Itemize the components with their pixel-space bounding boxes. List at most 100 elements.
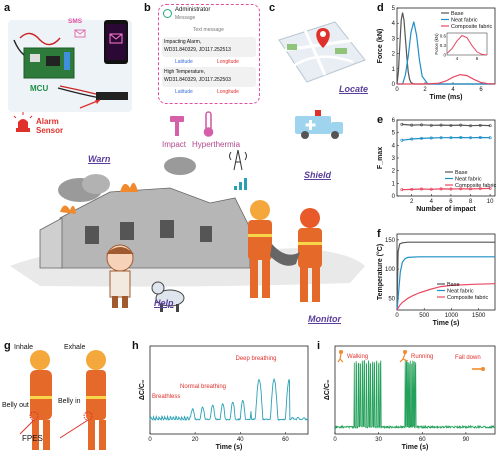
- inset-y-tick-label: 0: [443, 53, 446, 58]
- series-line-0: [402, 124, 490, 125]
- annotation-running: Running: [411, 354, 433, 360]
- x-tick-label: 40: [237, 437, 244, 443]
- panel-label-e: e: [377, 114, 383, 126]
- y-tick-label: 1: [392, 67, 396, 73]
- chart-i: 0306090Time (s)ΔC/C₀WalkingRunningFall d…: [315, 338, 500, 457]
- x-axis-label: Time (s): [216, 444, 243, 451]
- y-tick-label: 4: [392, 21, 396, 27]
- x-tick-label: 2: [423, 87, 427, 93]
- x-tick-label: 6: [479, 87, 483, 93]
- walking-icon: [338, 350, 343, 362]
- x-tick-label: 0: [333, 437, 337, 443]
- scene: Warn Shield Help Monitor: [0, 148, 375, 328]
- x-tick-label: 20: [192, 437, 199, 443]
- x-tick-label: 4: [451, 87, 455, 93]
- fpes-label: FPES: [22, 434, 43, 443]
- panel-i: i 0306090Time (s)ΔC/C₀WalkingRunningFall…: [315, 338, 500, 457]
- y-axis-label: Force (kN): [377, 29, 384, 64]
- panel-c: c Locate: [265, 0, 375, 160]
- legend-label: Composite fabric: [447, 295, 489, 301]
- x-tick-label: 60: [419, 437, 426, 443]
- legend-label: Neat fabric: [447, 289, 474, 295]
- panel-a: a: [0, 0, 140, 148]
- x-tick-label: 10: [487, 199, 494, 205]
- warn-label: Warn: [88, 154, 110, 164]
- sender-name: Administrator: [175, 7, 210, 13]
- y-tick-label: 2: [392, 169, 396, 175]
- panel-label-d: d: [377, 2, 384, 14]
- chart-h: 0204060Time (s)ΔC/C₀BreathlessNormal bre…: [130, 338, 315, 457]
- y-tick-label: 3: [392, 36, 396, 42]
- y-tick-label: 1: [392, 181, 396, 187]
- msg2-title: High Temperature,: [164, 69, 205, 75]
- x-axis-label: Time (s): [402, 444, 429, 451]
- panel-h: h 0204060Time (s)ΔC/C₀BreathlessNormal b…: [130, 338, 315, 457]
- y-tick-label: 4: [392, 143, 396, 149]
- inset-frame: [447, 33, 487, 55]
- legend-label: Base: [451, 11, 464, 17]
- belly-in-label: Belly in: [58, 398, 81, 405]
- panel-label-f: f: [377, 228, 381, 240]
- panel-f: f 05001000150050100150Time (s)Temperatur…: [375, 226, 500, 336]
- x-tick-label: 6: [449, 199, 453, 205]
- x-axis-label: Time (ms): [430, 94, 463, 101]
- inhale-label: Inhale: [14, 344, 33, 351]
- y-tick-label: 50: [388, 296, 395, 302]
- panel-g: g Inhale Exhale Belly out: [0, 338, 130, 457]
- legend-label: Base: [447, 282, 460, 288]
- longitude-label-2: Longitude: [217, 89, 239, 95]
- sender-subtitle: Message: [175, 15, 195, 21]
- siren-icon: [14, 112, 32, 132]
- panel-b: b Administrator Message Text message Imp…: [140, 0, 265, 160]
- sms-label: SMS: [68, 18, 82, 25]
- inset-y-tick-label: 0.6: [440, 34, 447, 39]
- y-tick-label: 5: [392, 6, 396, 12]
- annotation-deep-breathing: Deep breathing: [235, 356, 276, 362]
- x-axis-label: Number of impact: [416, 206, 476, 213]
- inset-y-tick-label: 0.3: [440, 43, 447, 48]
- exhale-label: Exhale: [64, 344, 85, 351]
- thermometer-icon: [205, 112, 213, 136]
- hammer-icon: [170, 116, 184, 136]
- firefighter-2: [298, 208, 322, 302]
- inset-x-tick-label: 4: [456, 56, 459, 61]
- latitude-label-1: Latitude: [175, 59, 193, 65]
- alarm-sensor-label: Alarm Sensor: [36, 117, 63, 135]
- msg2-coords: WD31.840329, JD117.252503: [164, 77, 231, 83]
- panel-d: d 0246012345Time (ms)Force (kN)BaseNeat …: [375, 0, 500, 110]
- x-tick-label: 90: [463, 437, 470, 443]
- inset-y-label: Force (kN): [434, 33, 439, 55]
- child-figure: [106, 245, 134, 308]
- x-tick-label: 0: [395, 313, 399, 319]
- chart-f: 05001000150050100150Time (s)Temperature …: [375, 226, 500, 336]
- x-tick-label: 0: [148, 437, 152, 443]
- fall-down-icon: [472, 367, 485, 371]
- legend-label: Base: [455, 170, 468, 176]
- panel-label-b: b: [144, 2, 151, 14]
- y-tick-label: 5: [392, 131, 396, 137]
- panel-label-h: h: [132, 340, 139, 352]
- msg1-coords: WD31.840329, JD117.252513: [164, 47, 231, 53]
- y-tick-label: 0: [392, 194, 396, 200]
- x-tick-label: 4: [430, 199, 434, 205]
- shield-label: Shield: [304, 170, 331, 180]
- annotation-breathless: Breathless: [152, 394, 180, 400]
- latitude-label-2: Latitude: [175, 89, 193, 95]
- annotation-normal-breathing: Normal breathing: [180, 384, 226, 390]
- x-tick-label: 1500: [472, 313, 486, 319]
- x-tick-label: 0: [395, 87, 399, 93]
- x-tick-label: 1000: [445, 313, 459, 319]
- legend-label: Composite fabric: [451, 24, 493, 30]
- x-tick-label: 30: [375, 437, 382, 443]
- series-line-1: [397, 257, 495, 310]
- series-line-1: [402, 138, 490, 141]
- annotation-walking: Walking: [347, 354, 368, 360]
- avatar: [163, 9, 172, 18]
- y-tick-label: 6: [392, 118, 396, 124]
- motion-signal: [335, 361, 495, 429]
- sensor-strip: [96, 92, 128, 100]
- belly-out-label: Belly out: [2, 402, 29, 409]
- panel-e: e 2468100123456Number of impactF_maxBase…: [375, 112, 500, 224]
- plot-frame: [150, 346, 308, 434]
